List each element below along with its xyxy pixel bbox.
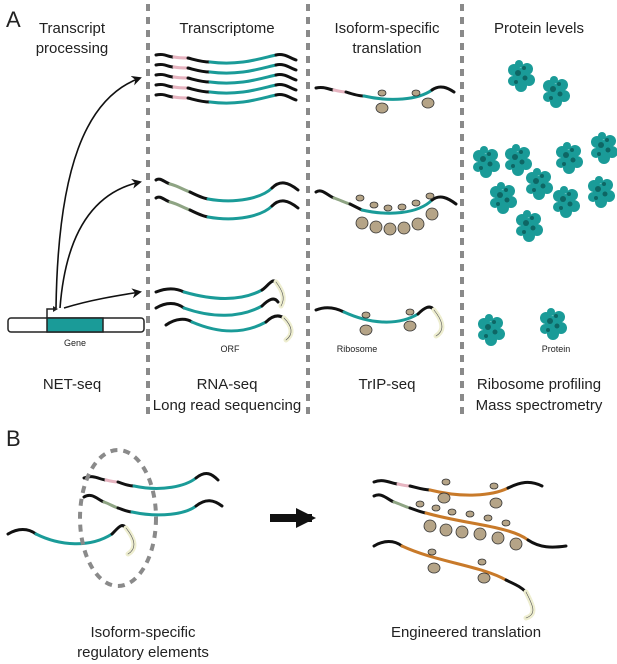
gene bbox=[7, 306, 145, 333]
protein-levels-group-1 bbox=[508, 60, 570, 108]
header-translation: translation bbox=[352, 40, 421, 57]
method-long-read-sequencing: Long read sequencing bbox=[153, 397, 301, 414]
regulatory-elements-highlight bbox=[78, 448, 158, 588]
header-transcriptome: Transcriptome bbox=[179, 20, 274, 37]
processing-arrows bbox=[55, 76, 142, 309]
engineered-row-3 bbox=[372, 540, 536, 621]
method-rna-seq: RNA-seq bbox=[197, 376, 258, 393]
protein-levels-group-2 bbox=[473, 132, 617, 242]
protein-icon bbox=[490, 182, 517, 214]
transcriptome-isoform-3 bbox=[154, 279, 294, 343]
protein-icon bbox=[556, 142, 583, 174]
transcriptome-isoform-2 bbox=[154, 177, 300, 221]
protein-icon bbox=[508, 60, 535, 92]
protein-icon bbox=[505, 144, 532, 176]
header-transcript-processing-2: processing bbox=[36, 40, 109, 57]
engineered-row-2 bbox=[372, 493, 568, 551]
column-dividers bbox=[146, 4, 464, 418]
gene-label: Gene bbox=[64, 338, 86, 348]
protein-icon bbox=[553, 186, 580, 218]
ribosome-label: Ribosome bbox=[337, 344, 378, 354]
header-isoform-specific: Isoform-specific bbox=[334, 20, 440, 37]
protein-icon bbox=[526, 168, 553, 200]
protein-icon bbox=[473, 146, 500, 178]
caption-regulatory-elements: regulatory elements bbox=[77, 644, 209, 661]
protein-icon bbox=[591, 132, 617, 164]
translation-isoform-2 bbox=[314, 189, 458, 236]
method-ribosome-profiling: Ribosome profiling bbox=[477, 376, 601, 393]
caption-isoform-specific: Isoform-specific bbox=[90, 624, 196, 641]
panel-b-label: B bbox=[6, 426, 21, 451]
translation-isoform-3 bbox=[314, 305, 445, 339]
header-protein-levels: Protein levels bbox=[494, 20, 584, 37]
caption-engineered-translation: Engineered translation bbox=[391, 624, 541, 641]
method-mass-spectrometry: Mass spectrometry bbox=[476, 397, 603, 414]
method-trip-seq: TrIP-seq bbox=[359, 376, 416, 393]
protein-label: Protein bbox=[542, 344, 571, 354]
protein-icon bbox=[540, 308, 567, 340]
panel-a-label: A bbox=[6, 7, 21, 32]
translation-isoform-1 bbox=[314, 85, 456, 114]
protein-icon bbox=[478, 314, 505, 346]
regulatory-isoforms bbox=[6, 448, 224, 588]
protein-icon bbox=[543, 76, 570, 108]
method-net-seq: NET-seq bbox=[43, 376, 101, 393]
orf-label: ORF bbox=[221, 344, 241, 354]
protein-icon bbox=[588, 176, 615, 208]
protein-levels-group-3 bbox=[478, 308, 567, 346]
engineered-row-1 bbox=[372, 478, 544, 509]
transcriptome-isoform-1 bbox=[154, 52, 298, 105]
protein-icon bbox=[516, 210, 543, 242]
header-transcript-processing-1: Transcript bbox=[39, 20, 106, 37]
